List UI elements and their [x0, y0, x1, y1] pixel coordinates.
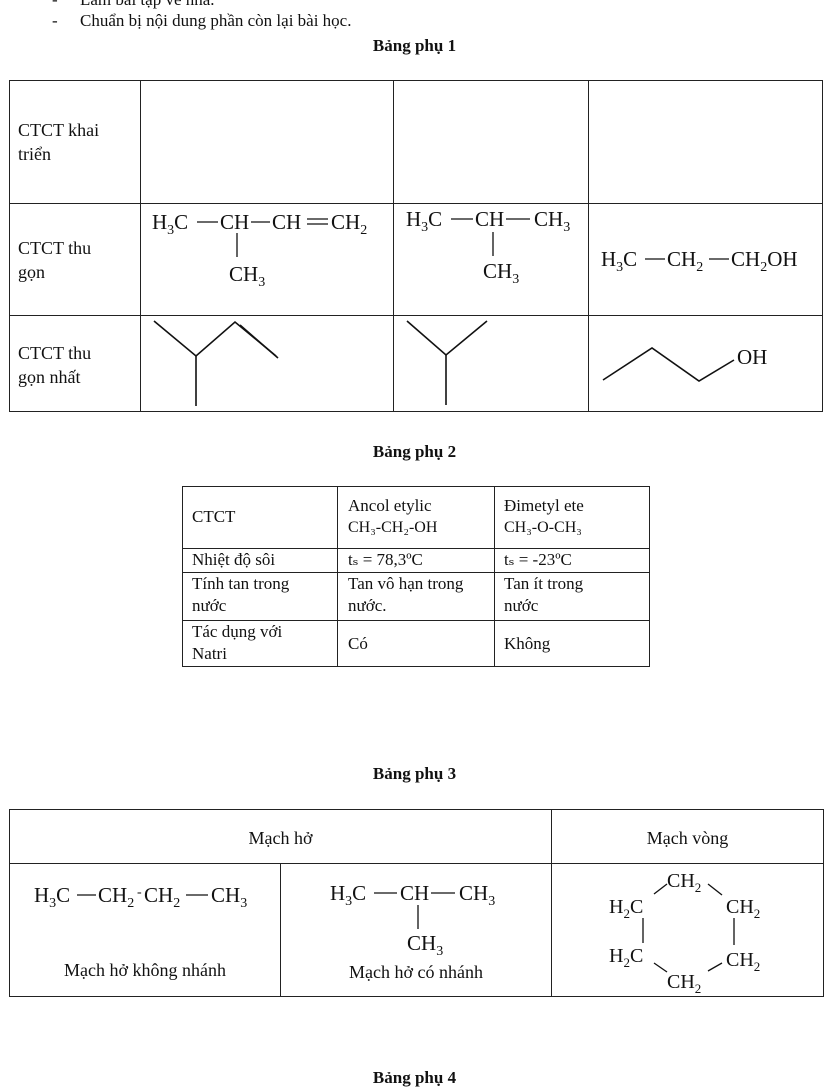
t2-row-solubility-ether: Tan ít trong nước — [504, 573, 583, 617]
t3-caption-branched: Mạch hở có nhánh — [349, 962, 483, 982]
bullet-homework: -Làm bài tập về nhà. — [52, 0, 215, 10]
skeletal-propanol — [602, 347, 735, 382]
table2-title: Bảng phụ 2 — [372, 442, 457, 461]
line: nước. — [348, 596, 387, 615]
t2-row-solubility-label: Tính tan trong nước — [192, 573, 289, 617]
svg-text:CH3: CH3 — [407, 931, 443, 959]
svg-text:CH2: CH2 — [144, 883, 180, 911]
row-label-line: CTCT thu — [18, 238, 92, 258]
line: Tác dụng với — [192, 622, 283, 641]
t2-row-sodium-label: Tác dụng với Natri — [192, 621, 282, 665]
ethanol-formula: CH₃-CH₂-OH — [348, 519, 438, 536]
svg-text:H3C: H3C — [601, 247, 637, 275]
svg-text:CH2: CH2 — [667, 971, 701, 996]
t3-head-ring: Mạch vòng — [646, 828, 729, 848]
formula-isobutane-table3: H3C CH CH3 CH3 — [330, 881, 495, 959]
formula-propanol: H3C CH2 CH2OH — [601, 247, 798, 275]
t2-header-ctct: CTCT — [192, 507, 236, 526]
bullet-text: Chuẩn bị nội dung phần còn lại bài học. — [80, 11, 352, 30]
svg-text:CH3: CH3 — [459, 881, 495, 909]
svg-text:CH2: CH2 — [98, 883, 134, 911]
svg-text:CH3: CH3 — [229, 262, 265, 290]
svg-text:CH: CH — [475, 207, 504, 231]
row-label-line: CTCT thu — [18, 343, 92, 363]
line: nước — [192, 596, 227, 615]
svg-text:CH3: CH3 — [483, 259, 519, 287]
formula-isobutane: H3C CH CH3 CH3 — [406, 207, 570, 287]
row-label-expanded: CTCT khai triển — [18, 118, 99, 166]
svg-text:H3C: H3C — [152, 210, 188, 238]
svg-text:CH2: CH2 — [726, 896, 760, 921]
t3-caption-unbranched: Mạch hở không nhánh — [64, 960, 226, 980]
svg-text:CH: CH — [220, 210, 249, 234]
line: Natri — [192, 644, 227, 663]
bullet-prepare: -Chuẩn bị nội dung phần còn lại bài học. — [52, 11, 352, 30]
svg-text:H3C: H3C — [34, 883, 70, 911]
svg-text:-: - — [137, 885, 142, 900]
svg-text:CH3: CH3 — [534, 207, 570, 235]
formula-2-methylbut-1-ene: H3C CH CH CH2 CH3 — [152, 210, 367, 290]
ethanol-name: Ancol etylic — [348, 496, 432, 515]
oh-label: OH — [737, 345, 767, 369]
svg-text:CH2: CH2 — [667, 247, 703, 275]
row-label-condensed: CTCT thu gọn — [18, 236, 91, 284]
bullet-text: Làm bài tập về nhà. — [80, 0, 215, 9]
svg-text:CH2: CH2 — [667, 870, 701, 895]
row-label-line: triển — [18, 144, 51, 164]
t2-header-ethanol: Ancol etylic CH₃-CH₂-OH — [348, 495, 437, 539]
line: Tính tan trong — [192, 574, 290, 593]
skeletal-2-methylbut-1-ene — [153, 320, 279, 406]
row-label-line: gọn nhất — [18, 367, 81, 387]
formula-butane: H3C CH2 - CH2 CH3 — [34, 883, 247, 911]
line: Tan ít trong — [504, 574, 584, 593]
t2-header-ether: Đimetyl ete CH₃-O-CH₃ — [504, 495, 584, 539]
svg-text:CH2OH: CH2OH — [731, 247, 798, 275]
ether-formula: CH₃-O-CH₃ — [504, 519, 582, 536]
formula-cyclohexane: CH2 H2C CH2 H2C CH2 CH2 — [609, 870, 760, 996]
table3-title: Bảng phụ 3 — [372, 764, 457, 783]
t2-row-solubility-ethanol: Tan vô hạn trong nước. — [348, 573, 463, 617]
t2-row-sodium-ethanol: Có — [348, 634, 368, 653]
t2-row-sodium-ether: Không — [504, 634, 551, 653]
t2-row-boiling-ether: tₛ = -23ºC — [504, 550, 572, 569]
table1-title: Bảng phụ 1 — [372, 36, 457, 55]
ether-name: Đimetyl ete — [504, 496, 584, 515]
t2-row-boiling-label: Nhiệt độ sôi — [192, 550, 276, 569]
svg-text:H2C: H2C — [609, 896, 643, 921]
t3-head-open-chain: Mạch hở — [248, 828, 313, 848]
table2-border — [182, 486, 650, 667]
t2-row-boiling-ethanol: tₛ = 78,3ºC — [348, 550, 423, 569]
row-label-skeletal: CTCT thu gọn nhất — [18, 341, 91, 389]
svg-text:CH: CH — [400, 881, 429, 905]
svg-text:CH3: CH3 — [211, 883, 247, 911]
table3-border — [9, 809, 824, 997]
svg-text:CH2: CH2 — [726, 949, 760, 974]
svg-text:H2C: H2C — [609, 945, 643, 970]
svg-text:H3C: H3C — [406, 207, 442, 235]
row-label-line: gọn — [18, 262, 45, 282]
skeletal-isobutane — [406, 320, 488, 405]
svg-text:CH: CH — [272, 210, 301, 234]
line: nước — [504, 596, 539, 615]
row-label-line: CTCT khai — [18, 120, 100, 140]
svg-text:H3C: H3C — [330, 881, 366, 909]
table4-title: Bảng phụ 4 — [372, 1068, 457, 1087]
line: Tan vô hạn trong — [348, 574, 464, 593]
table1-border — [9, 80, 823, 412]
svg-text:CH2: CH2 — [331, 210, 367, 238]
